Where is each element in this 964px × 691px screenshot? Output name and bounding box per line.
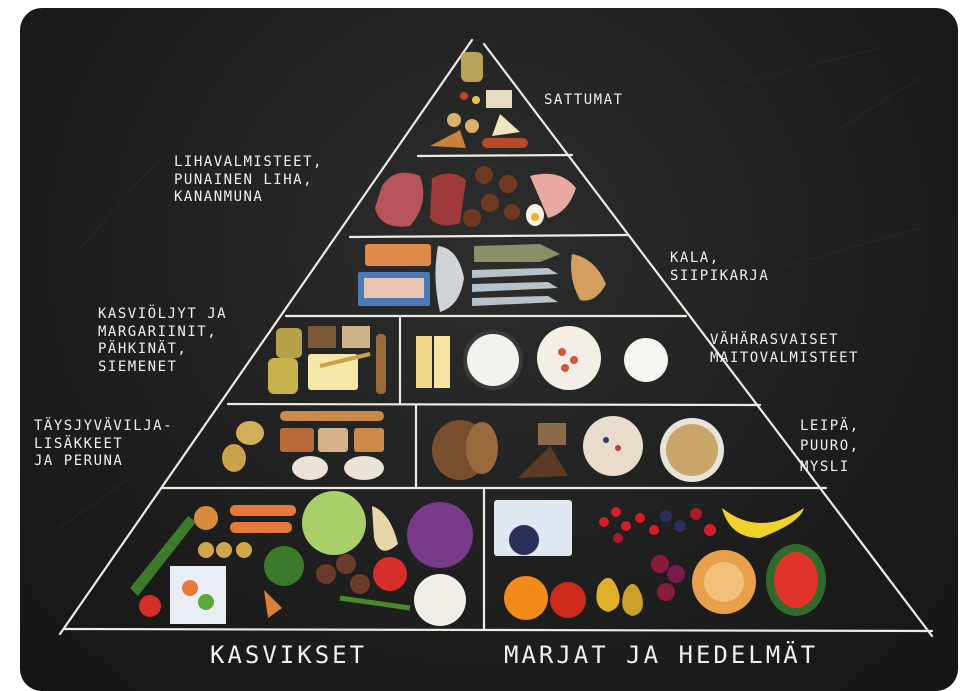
fish-foods	[358, 244, 606, 312]
chalk-smudges	[59, 47, 921, 529]
treat-cheese	[486, 90, 512, 108]
label-vegetables: KASVIKSET	[210, 641, 368, 669]
oil-bottle-2	[268, 358, 298, 394]
fruit-foods	[494, 500, 826, 620]
red-cabbage	[407, 502, 473, 568]
rye-bread	[518, 446, 568, 478]
apple	[550, 582, 586, 618]
tomato	[139, 595, 161, 617]
tier-line-1	[416, 153, 574, 158]
label-fruits: MARJAT JA HEDELMÄT	[504, 641, 819, 669]
label-bread: LEIPÄ, PUURO, MYSLI	[800, 418, 860, 475]
cheese-slice-2	[434, 336, 450, 388]
carrot-2	[230, 522, 292, 533]
food-pyramid-diagram	[58, 38, 934, 638]
pear	[596, 577, 620, 612]
potato	[222, 444, 246, 472]
bread-foods	[432, 416, 724, 482]
carrot	[230, 505, 296, 516]
chicken-piece	[571, 254, 606, 301]
salmon-fillet	[365, 244, 431, 266]
grains	[344, 456, 384, 480]
porridge-bowl	[583, 416, 643, 476]
label-treats: SATTUMAT	[544, 92, 624, 108]
smoked-fish	[474, 244, 560, 262]
banana	[722, 508, 804, 538]
label-fats: KASVIÖLJYT JA MARGARIINIT, PÄHKINÄT, SIE…	[98, 306, 228, 375]
treats-foods	[430, 52, 528, 148]
treat-sausage	[482, 138, 528, 148]
pyramid-outline	[58, 38, 934, 638]
pyramid-left-edge	[58, 38, 474, 636]
label-meat: LIHAVALMISTEET, PUNAINEN LIHA, KANANMUNA	[174, 154, 323, 205]
cauliflower	[414, 574, 466, 626]
frozen-veg-bag	[170, 566, 226, 624]
fats-foods	[268, 326, 386, 394]
fillet	[430, 173, 466, 226]
label-dairy: VÄHÄRASVAISET MAITOVALMISTEET	[710, 332, 859, 366]
cabbage	[302, 491, 366, 555]
grains-foods	[222, 411, 384, 480]
dairy-foods	[416, 326, 668, 390]
cheese-slice	[416, 336, 432, 388]
margarine	[308, 354, 358, 390]
label-fish: KALA, SIIPIKARJA	[670, 250, 770, 284]
whole-fish	[435, 246, 464, 312]
broccoli	[264, 546, 304, 586]
label-grains: TÄYSJYVÄVILJA- LISÄKKEET JA PERUNA	[34, 418, 174, 469]
treat-jar	[461, 52, 483, 82]
pyramid-base-line	[62, 627, 934, 633]
tier-line-4	[226, 402, 762, 407]
milk-glass	[624, 338, 668, 382]
cucumber	[130, 516, 196, 596]
yoghurt-bowl	[537, 326, 601, 390]
parsnip	[372, 506, 398, 551]
raw-steak	[375, 172, 424, 227]
vegetable-foods	[130, 491, 473, 626]
meat-foods	[375, 166, 576, 227]
red-pepper	[373, 557, 407, 591]
orange	[504, 576, 548, 620]
treat-cake	[492, 114, 520, 136]
tier-line-2	[348, 233, 630, 239]
pyramid-right-edge	[482, 42, 934, 638]
ham	[530, 173, 576, 218]
potato-2	[236, 421, 264, 445]
muesli-bowl	[666, 424, 718, 476]
chalkboard: SATTUMAT LIHAVALMISTEET, PUNAINEN LIHA, …	[20, 8, 958, 691]
cottage-cheese	[467, 334, 519, 386]
rice	[292, 456, 328, 480]
oil-bottle	[276, 328, 302, 358]
onion	[194, 506, 218, 530]
